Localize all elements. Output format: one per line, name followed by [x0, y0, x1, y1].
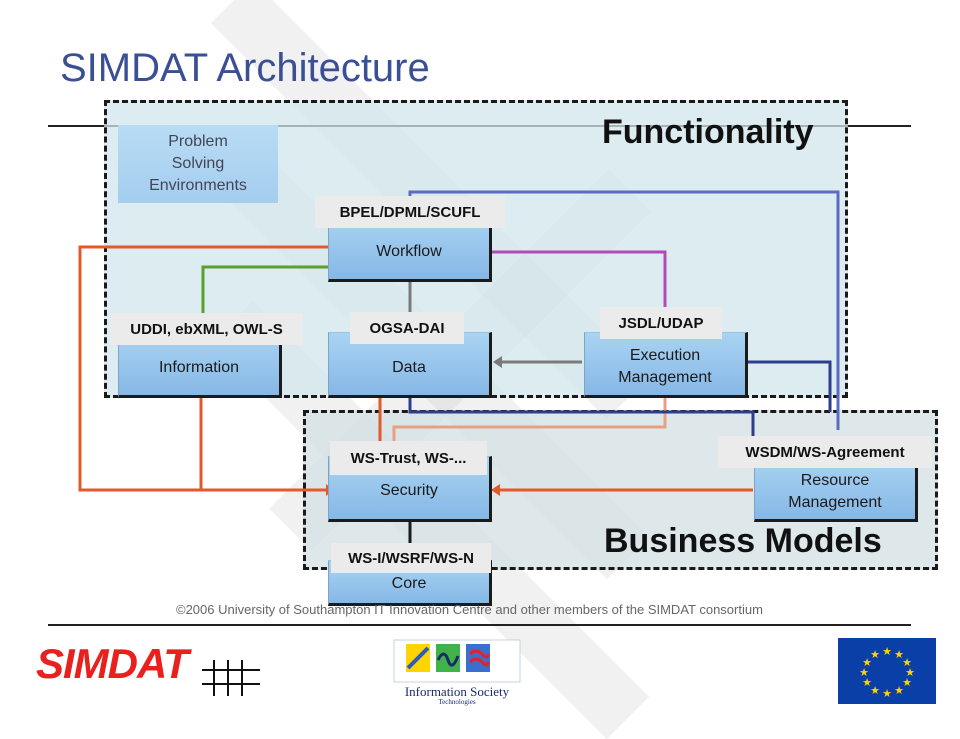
- business-models-label: Business Models: [604, 522, 882, 560]
- security-label: Security: [380, 482, 438, 499]
- information-society-logo: [393, 639, 521, 683]
- information-label: Information: [158, 359, 240, 376]
- execution-standards-tag: JSDL/UDAP: [600, 307, 722, 339]
- eu-stars-icon: ★★★ ★★★ ★★★ ★★★: [859, 645, 915, 700]
- pse-line-3: Environments: [149, 177, 247, 194]
- svg-text:★: ★: [902, 656, 912, 669]
- information-society-title: Information Society: [404, 684, 510, 699]
- copyright-text: ©2006 University of Southampton IT Innov…: [176, 602, 763, 617]
- security-standards-tag: WS-Trust, WS-...: [330, 441, 487, 475]
- execution-line-1: Execution: [629, 347, 701, 364]
- svg-text:★: ★: [870, 648, 880, 661]
- workflow-label: Workflow: [376, 243, 442, 260]
- problem-solving-environments-box: Problem Solving Environments: [118, 125, 278, 203]
- svg-text:★: ★: [870, 684, 880, 697]
- core-standards-tag: WS-I/WSRF/WS-N: [331, 543, 491, 573]
- workflow-execution-connector: [490, 250, 667, 330]
- pse-line-2: Solving: [171, 155, 225, 172]
- page-title: SIMDAT Architecture: [60, 46, 430, 90]
- svg-text:★: ★: [882, 645, 892, 658]
- pse-line-1: Problem: [168, 133, 228, 150]
- grid-logo-icon: [202, 660, 260, 696]
- svg-text:★: ★: [902, 676, 912, 689]
- svg-text:★: ★: [882, 687, 892, 700]
- svg-text:★: ★: [905, 666, 915, 679]
- execution-security-connector: [392, 397, 667, 444]
- svg-text:★: ★: [859, 666, 869, 679]
- workflow-standards-tag: BPEL/DPML/SCUFL: [315, 196, 505, 228]
- data-label: Data: [392, 359, 426, 376]
- svg-text:★: ★: [862, 676, 872, 689]
- svg-text:★: ★: [894, 684, 904, 697]
- resource-line-2: Management: [788, 494, 882, 511]
- eu-flag: ★★★ ★★★ ★★★ ★★★: [838, 638, 936, 704]
- resource-standards-tag: WSDM/WS-Agreement: [718, 436, 932, 468]
- svg-text:★: ★: [894, 648, 904, 661]
- resource-line-1: Resource: [800, 472, 870, 489]
- arrowhead-data: [493, 356, 502, 368]
- functionality-label: Functionality: [602, 113, 814, 151]
- data-standards-tag: OGSA-DAI: [350, 312, 464, 344]
- information-standards-tag: UDDI, ebXML, OWL-S: [110, 313, 303, 345]
- svg-text:★: ★: [862, 656, 872, 669]
- arrowhead-security-right: [491, 484, 500, 496]
- footer-divider: [48, 624, 911, 626]
- execution-resource-connector: [748, 360, 832, 412]
- simdat-logo: SIMDAT: [36, 640, 189, 687]
- execution-line-2: Management: [618, 369, 712, 386]
- information-society-subtitle: Technologies: [438, 698, 476, 706]
- workflow-security-connector: [78, 245, 328, 492]
- execution-management-box: Execution Management: [584, 332, 748, 398]
- workflow-information-connector: [201, 265, 328, 330]
- core-label: Core: [391, 575, 427, 592]
